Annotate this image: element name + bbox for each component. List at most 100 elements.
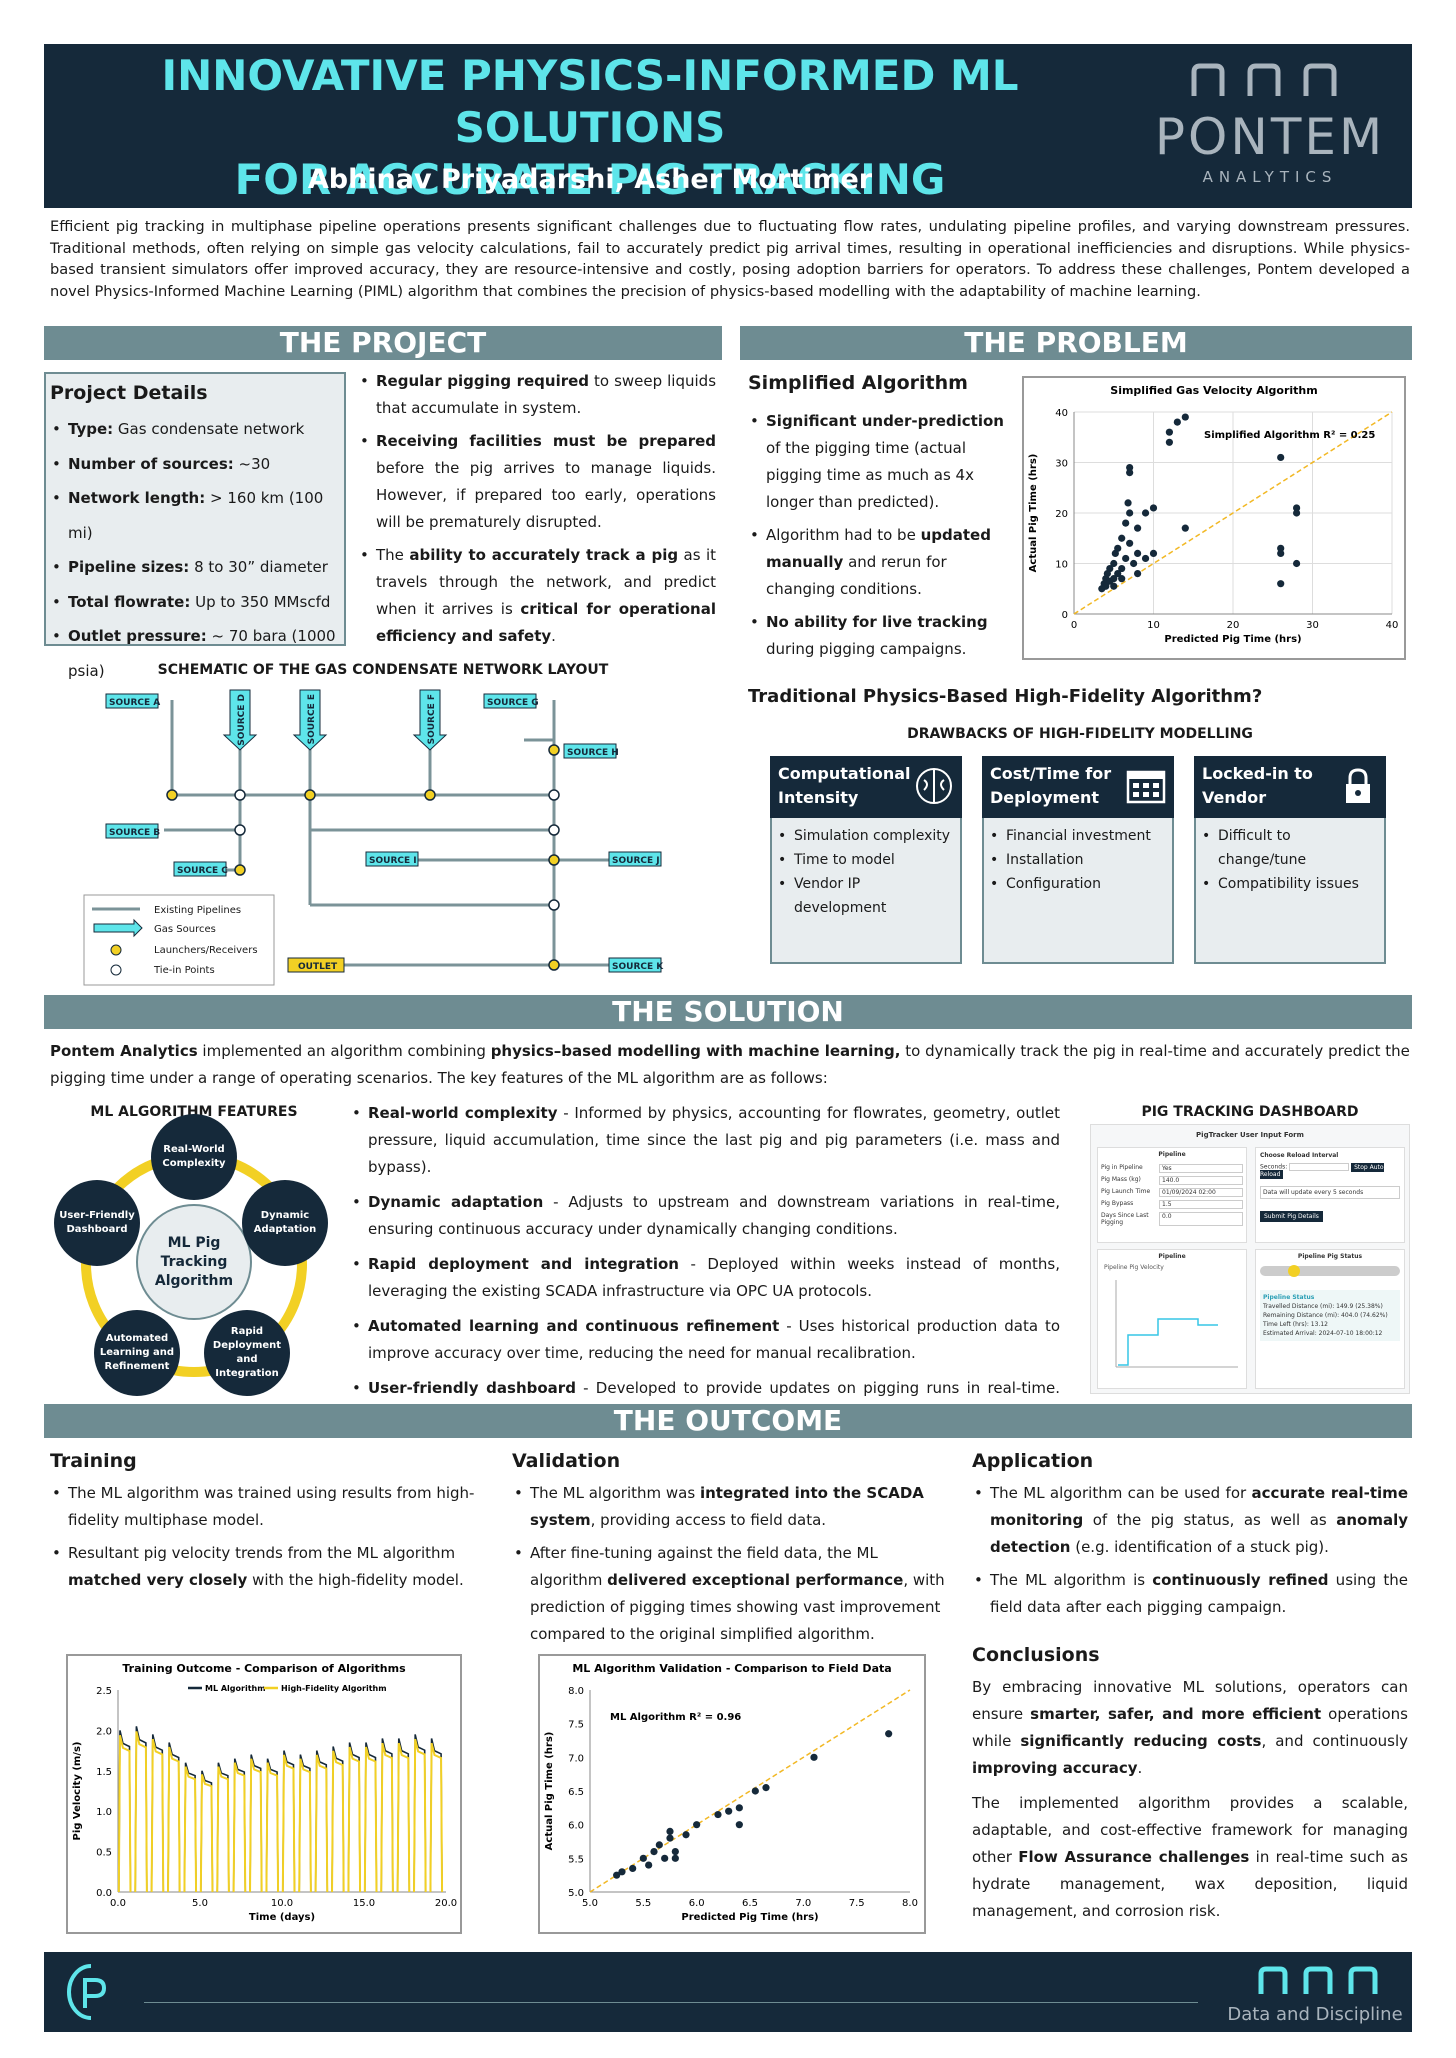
intro-paragraph: Efficient pig tracking in multiphase pip…: [50, 218, 1410, 300]
source-i-label: SOURCE I: [369, 856, 417, 866]
x-tick-label: 20.0: [435, 1898, 457, 1909]
x-tick-label: 5.0: [192, 1898, 208, 1909]
data-point: [1118, 575, 1126, 583]
data-point: [1126, 469, 1134, 477]
x-tick-label: 6.0: [689, 1898, 705, 1909]
y-tick-label: 0: [1062, 610, 1068, 621]
simplified-chart: Simplified Gas Velocity Algorithm0102030…: [1028, 384, 1399, 645]
data-point: [762, 1784, 770, 1792]
pontem-p-icon: [67, 1964, 107, 2020]
x-axis-label: Predicted Pig Time (hrs): [1164, 634, 1301, 645]
y-tick-label: 5.5: [568, 1854, 584, 1865]
x-tick-label: 10: [1147, 620, 1160, 631]
header-banner: [44, 44, 1412, 208]
y-axis-label: Pig Velocity (m/s): [72, 1742, 83, 1841]
section-project: THE PROJECT: [44, 326, 722, 360]
authors: Abhinav Priyadarshi, Asher Mortimer: [307, 164, 873, 195]
dash-velocity-chart: Pipeline Pipeline Pig Velocity: [1097, 1249, 1247, 1389]
data-point: [1134, 570, 1142, 578]
data-point: [1277, 453, 1285, 462]
data-point: [1277, 549, 1285, 557]
hf-title: Traditional Physics-Based High-Fidelity …: [748, 686, 1263, 707]
svg-text:Tie-in Points: Tie-in Points: [153, 965, 215, 976]
data-point: [1165, 428, 1173, 436]
data-point: [671, 1848, 679, 1856]
detail-item: Total flowrate: Up to 350 MMscfd: [50, 585, 344, 620]
data-point: [613, 1871, 621, 1879]
series-line: [117, 1731, 444, 1893]
solution-intro: Pontem Analytics implemented an algorith…: [50, 1042, 1410, 1087]
application-title: Application: [972, 1450, 1094, 1472]
data-point: [810, 1753, 818, 1761]
application-bullets: The ML algorithm can be used for accurat…: [972, 1480, 1408, 1621]
feature-bullet: Automated learning and continuous refine…: [350, 1313, 1060, 1367]
detail-item: Network length: > 160 km (100 mi): [50, 481, 344, 550]
node-automated: Automated Learning and Refinement: [94, 1310, 180, 1396]
data-point: [1134, 549, 1142, 557]
dashboard-title: PIG TRACKING DASHBOARD: [1141, 1104, 1359, 1120]
x-axis-label: Predicted Pig Time (hrs): [681, 1912, 818, 1923]
data-point: [1181, 524, 1189, 532]
x-tick-label: 6.5: [742, 1898, 758, 1909]
problem-bullets: Significant under-prediction of the pigg…: [748, 408, 1014, 663]
y-tick-label: 2.0: [96, 1726, 112, 1737]
y-axis-label: Actual Pig Time (hrs): [1028, 454, 1039, 573]
x-tick-label: 0.0: [110, 1898, 126, 1909]
features-title: ML ALGORITHM FEATURES: [90, 1104, 298, 1120]
x-tick-label: 20: [1227, 620, 1240, 631]
y-tick-label: 7.0: [568, 1753, 584, 1764]
chart-title: ML Algorithm Validation - Comparison to …: [572, 1662, 891, 1675]
x-tick-label: 40: [1386, 620, 1399, 631]
source-d-label: SOURCE D: [237, 694, 247, 746]
calendar-icon: [1124, 766, 1168, 813]
chart-title: Training Outcome - Comparison of Algorit…: [122, 1662, 406, 1675]
data-point: [1114, 544, 1122, 552]
brain-icon: [912, 766, 956, 813]
data-point: [1124, 499, 1132, 507]
source-k-label: SOURCE K: [612, 962, 664, 972]
dash-reload: Choose Reload Interval Seconds: Stop Aut…: [1255, 1147, 1405, 1243]
drawback-body: Financial investmentInstallationConfigur…: [982, 818, 1174, 964]
source-g-label: SOURCE G: [487, 698, 539, 708]
detail-item: Outlet pressure: ~ 70 bara (1000 psia): [50, 619, 344, 688]
source-f-label: SOURCE F: [427, 694, 437, 744]
data-point: [1110, 559, 1118, 568]
project-details-panel: Project Details Type: Gas condensate net…: [44, 372, 346, 680]
feature-bullet: Rapid deployment and integration - Deplo…: [350, 1251, 1060, 1305]
data-point: [682, 1831, 690, 1839]
submit-pig-button[interactable]: Submit Pig Details: [1260, 1211, 1323, 1222]
dashboard-screenshot: PigTracker User Input Form Pipeline Pig …: [1090, 1124, 1410, 1394]
data-point: [1118, 564, 1126, 573]
data-point: [1181, 413, 1189, 421]
source-c-label: SOURCE C: [177, 866, 228, 876]
data-point: [1126, 539, 1134, 547]
y-tick-label: 30: [1055, 459, 1068, 470]
y-tick-label: 40: [1055, 408, 1068, 419]
x-tick-label: 5.5: [635, 1898, 651, 1909]
data-point: [725, 1807, 733, 1815]
data-point: [1173, 418, 1181, 426]
data-point: [655, 1841, 663, 1849]
data-point: [629, 1864, 637, 1873]
data-point: [1293, 509, 1301, 517]
data-point: [666, 1827, 674, 1835]
footer-divider: [144, 2002, 1198, 2003]
legend-entry: High-Fidelity Algorithm: [281, 1684, 387, 1693]
node-real-world: Real-World Complexity: [151, 1114, 237, 1200]
data-point: [1126, 509, 1134, 517]
data-point: [1277, 544, 1285, 552]
data-point: [1130, 559, 1138, 568]
detail-item: Pipeline sizes: 8 to 30” diameter: [50, 550, 344, 585]
outlet-label: OUTLET: [298, 962, 338, 972]
legend-entry: ML Algorithm: [205, 1684, 266, 1693]
source-b-label: SOURCE B: [109, 828, 160, 838]
y-axis-label: Actual Pig Time (hrs): [544, 1732, 555, 1851]
y-tick-label: 7.5: [568, 1720, 584, 1731]
validation-title: Validation: [512, 1450, 621, 1472]
training-title: Training: [50, 1450, 137, 1472]
data-point: [1126, 463, 1134, 472]
data-point: [735, 1821, 743, 1829]
data-point: [1141, 554, 1150, 563]
